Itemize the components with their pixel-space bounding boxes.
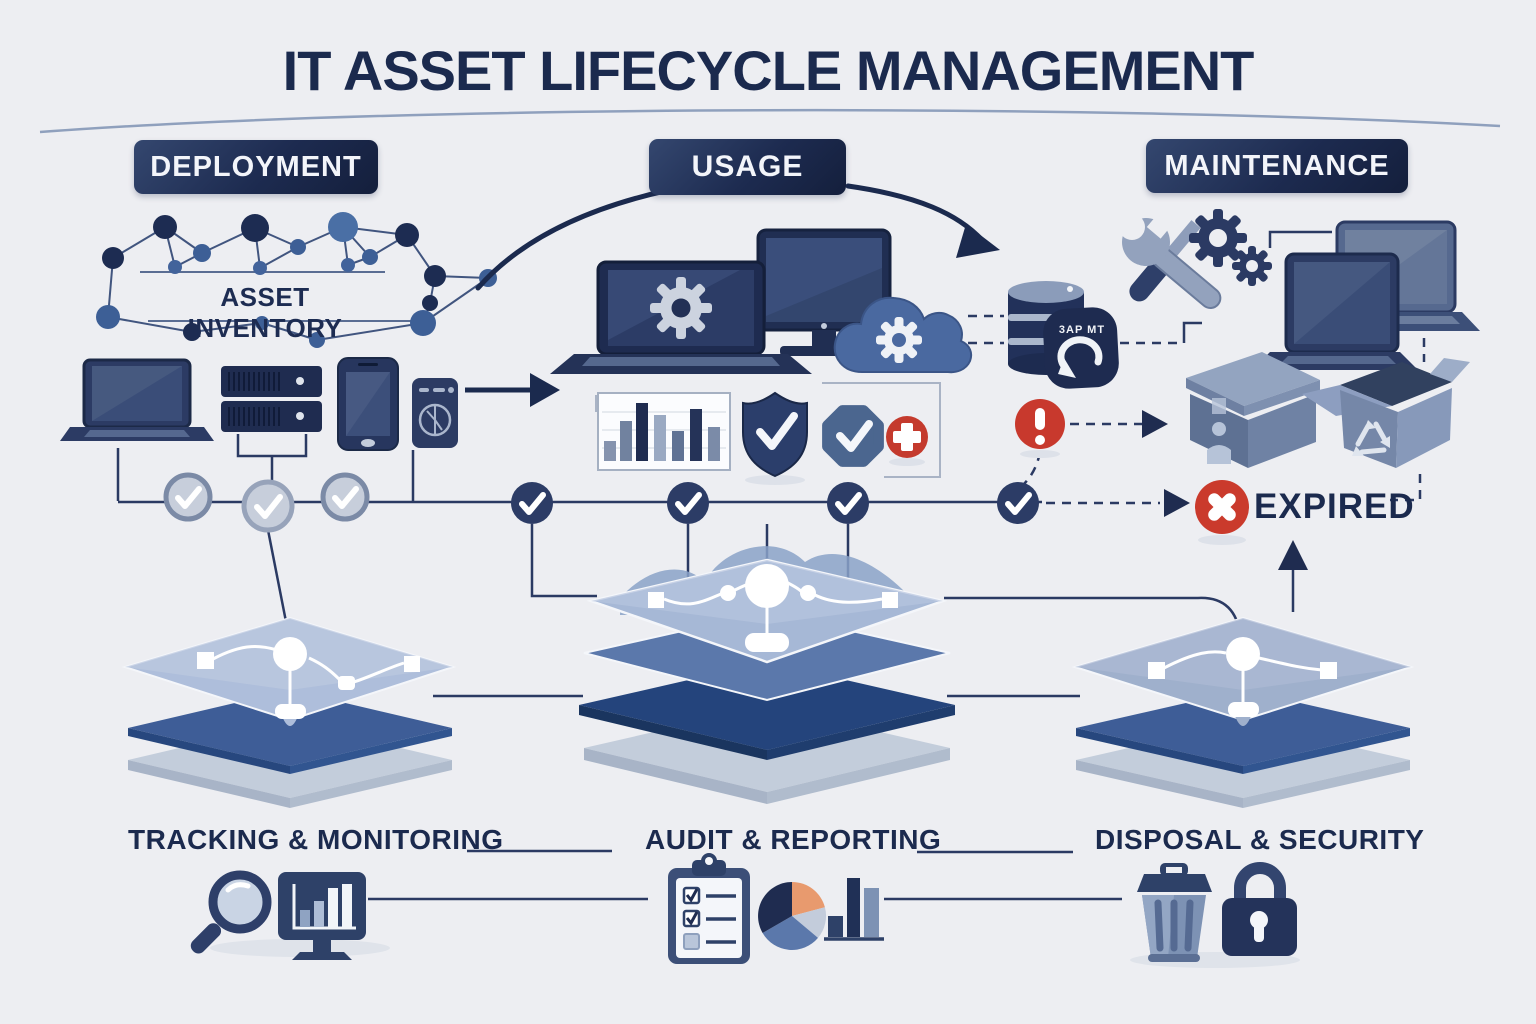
arrowheads (1142, 410, 1308, 570)
recycle-box-icon (1302, 358, 1470, 468)
network-graph (96, 212, 497, 348)
tracking-icons-shadow (210, 939, 390, 957)
title-divider-curve (39, 108, 1501, 134)
section-label-tracking: TRACKING & MONITORING (128, 824, 504, 855)
monitor-bar-chart-icon (278, 872, 366, 960)
check-circles (163, 472, 1039, 533)
server-rack-icon (221, 366, 322, 432)
alert-circle-icon (1015, 399, 1065, 458)
magnifier-icon (190, 870, 272, 954)
verified-badge-icon (822, 405, 884, 467)
platform-middle (579, 546, 955, 804)
asset-inventory-label: ASSET INVENTORY (187, 282, 343, 343)
expired-label: EXPIRED (1254, 487, 1415, 526)
panel-bracket-right (822, 382, 941, 478)
trash-can-icon (1137, 863, 1212, 962)
stage-label-maintenance: MAINTENANCE (1164, 149, 1390, 182)
bar-chart-icon (824, 878, 884, 941)
wrench-icon (1119, 210, 1222, 309)
stage-box-maintenance: MAINTENANCE (1146, 139, 1408, 193)
smartphone-icon (337, 357, 399, 451)
cloud-gear-icon (833, 296, 973, 374)
shield-check-icon (742, 391, 808, 485)
laptop-icon (60, 358, 214, 441)
stage-box-deployment: DEPLOYMENT (134, 140, 378, 194)
sync-badge-icon (1043, 307, 1119, 389)
page-title: IT ASSET LIFECYCLE MANAGEMENT (282, 39, 1255, 102)
clipboard-checklist-icon (668, 853, 750, 964)
laptop-gear-icon (550, 260, 812, 374)
pie-chart-icon (758, 881, 827, 950)
mobile-device-icon (412, 378, 458, 448)
sync-badge-text: 3AP MT (1058, 324, 1106, 336)
platform-left (121, 616, 457, 808)
gears-icon (1189, 209, 1272, 286)
arrow-right-icon (465, 373, 560, 407)
maintenance-laptops-icon (1252, 220, 1480, 370)
section-label-audit: AUDIT & REPORTING (645, 824, 942, 855)
section-label-disposal: DISPOSAL & SECURITY (1095, 824, 1425, 855)
metrics-bar-panel-icon (597, 392, 731, 471)
expired-x-circle-icon (1195, 480, 1249, 545)
stage-box-usage: USAGE (649, 139, 846, 195)
storage-box-icon (1186, 352, 1320, 468)
platform-right (1071, 616, 1415, 808)
stage-label-deployment: DEPLOYMENT (150, 150, 362, 183)
padlock-icon (1222, 862, 1297, 956)
plus-circle-icon (886, 416, 928, 466)
desktop-monitor-icon (756, 228, 892, 356)
stage-label-usage: USAGE (691, 150, 804, 183)
